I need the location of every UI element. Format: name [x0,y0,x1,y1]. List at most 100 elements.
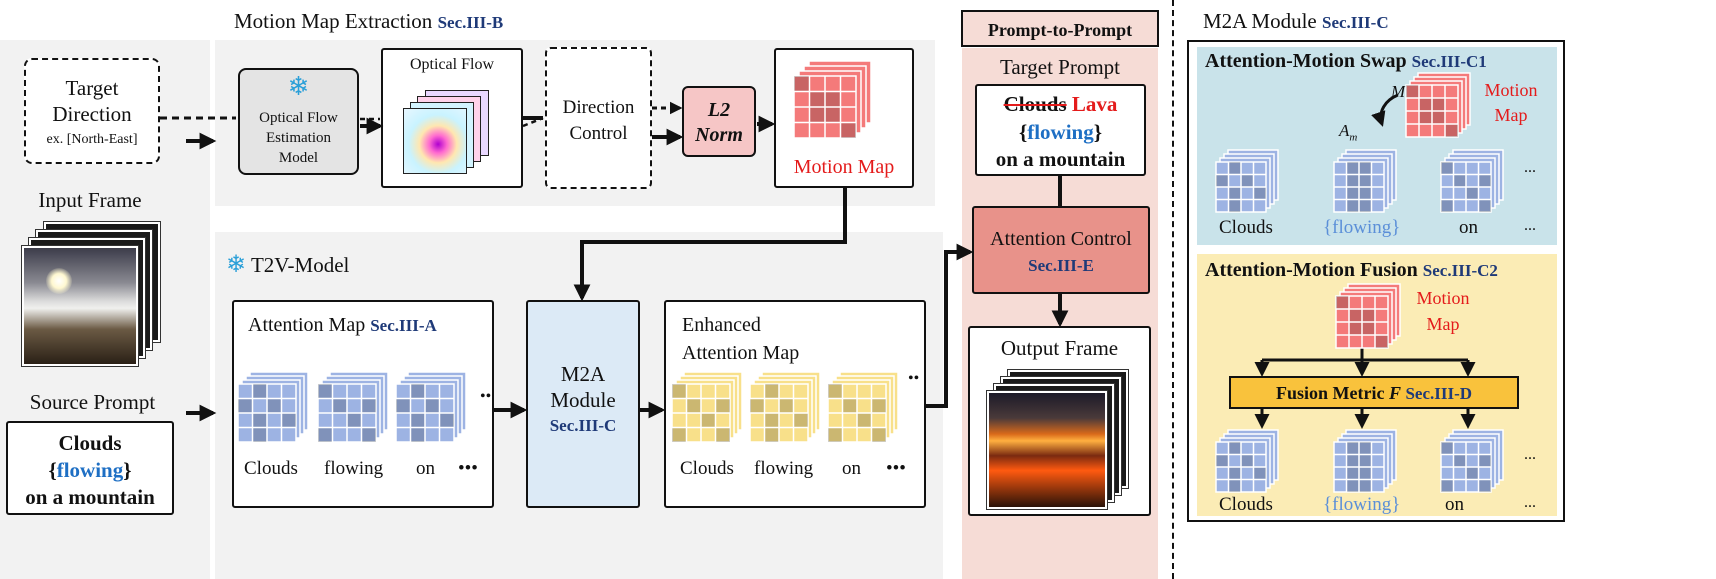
output-frame-box: Output Frame [968,326,1151,516]
target-direction-example: ex. [North-East] [46,132,138,147]
swap-motion-grid-cell [1406,85,1419,98]
fusion-attention-grid-cell [1228,442,1241,455]
snowflake-icon: ❄ [226,252,247,278]
target-prompt-line2: {flowing} [1018,120,1103,144]
m2a-center-sec: Sec.III-C [549,416,617,435]
source-prompt-word1: Clouds [58,431,122,455]
fusion-metric-box: Fusion Metric F Sec.III-D [1229,376,1519,409]
attention-grid-cell [361,427,376,442]
swap-motion-grid-cell [1432,98,1445,111]
enhanced-grid-cell [750,398,765,413]
enhanced-grid-cell [871,398,886,413]
output-frame-image [986,390,1108,510]
fusion-attention-grid-cell [1359,479,1372,492]
direction-control-line2: Control [569,123,628,144]
swap-motion-grid [1405,72,1471,138]
direction-control-line1: Direction [562,97,635,118]
fusion-attention-grid [1333,429,1397,493]
fusion-attention-grid-cell [1359,442,1372,455]
attention-grid-cell [318,427,333,442]
attention-grid-cell [410,427,425,442]
swap-motion-line2: Map [1494,105,1528,125]
enhanced-label: on [842,458,861,479]
swap-attention-grid-cell [1346,187,1359,200]
swap-attention-grid-cell [1346,174,1359,187]
attention-map-dots: •• [480,388,492,405]
p2p-title-box: Prompt-to-Prompt [961,10,1159,47]
attention-grid [395,371,467,443]
fusion-motion-grid-cell [1336,296,1349,309]
swap-motion-grid-cell [1432,111,1445,124]
fusion-attention-grid-cell [1359,454,1372,467]
swap-dots: ... [1524,159,1536,176]
fusion-dots: ... [1524,446,1536,463]
optical-flow-title: Optical Flow [410,56,494,73]
source-prompt-line3: on a mountain [25,485,155,509]
fusion-attention-grid-cell [1346,442,1359,455]
fusion-attention-grid-cell [1241,454,1254,467]
swap-label: on [1459,217,1478,238]
enhanced-grid [749,371,821,443]
fusion-attention-grid-cell [1216,454,1229,467]
fusion-motion-grid-cell [1362,322,1375,335]
attention-grid-cell [410,413,425,428]
optical-flow-model-box: ❄ Optical Flow Estimation Model [238,68,359,175]
enhanced-grid-cell [857,413,872,428]
motion-map-label: Motion Map [793,156,895,178]
enhanced-grid [827,371,899,443]
swap-attention-grid-cell [1359,174,1372,187]
swap-attention-grid-cell [1346,162,1359,175]
target-prompt-line1: Clouds Lava [1003,92,1118,116]
attention-grid-cell [318,384,333,399]
fusion-attention-grid-cell [1453,454,1466,467]
attention-map-label: on [416,458,435,479]
fusion-attention-grid-cell [1346,454,1359,467]
motion-map-grid [793,60,872,139]
target-direction-line2: Direction [52,102,132,126]
attention-grid-cell [252,427,267,442]
fusion-attention-grid-cell [1346,467,1359,480]
attention-grid-cell [425,398,440,413]
enhanced-grid-cell [686,398,701,413]
swap-attention-grid-cell [1359,162,1372,175]
source-prompt-title: Source Prompt [29,390,156,414]
fusion-attention-grid [1440,429,1504,493]
optical-flow-model-line1: Optical Flow [259,110,338,126]
enhanced-grid [671,371,743,443]
fusion-attention-grid-cell [1359,467,1372,480]
t2v-title: ❄ T2V-Model [226,252,350,278]
motion-map-grid-cell [794,76,810,92]
direction-control-box: Direction Control [545,47,652,189]
enhanced-grid-cell [672,384,687,399]
enhanced-grid-cell [764,413,779,428]
swap-label: {flowing} [1323,217,1401,238]
swap-panel: Attention-Motion Swap Sec.III-C1 M Am Mo… [1197,47,1557,245]
attention-grid-cell [252,384,267,399]
target-prompt-box: Clouds Lava {flowing} on a mountain [975,84,1146,176]
swap-curve-arrow [1371,93,1399,127]
enhanced-to-attention-control-arrow [926,243,974,408]
attention-map-title: Attention Map Sec.III-A [248,314,437,336]
swap-motion-grid-cell [1419,111,1432,124]
enhanced-grid-cell [715,427,730,442]
fusion-motion-grid-cell [1362,309,1375,322]
attention-grid-cell [252,413,267,428]
swap-attention-grid [1333,149,1397,213]
attention-grid-cell [396,398,411,413]
fusion-attention-grid-cell [1228,479,1241,492]
fusion-attention-grid-cell [1346,479,1359,492]
attention-grid [237,371,309,443]
l2-norm-box: L2 Norm [682,86,756,157]
swap-motion-grid-cell [1445,124,1458,137]
enhanced-dots: •• [908,370,920,387]
enhanced-grid-cell [701,413,716,428]
snowflake-icon: ❄ [287,72,310,101]
fusion-attention-grid-cell [1478,479,1491,492]
fusion-metric-label: Fusion Metric F Sec.III-D [1275,383,1473,403]
l2-norm-line1: L2 [707,99,731,121]
enhanced-grid-cell [764,427,779,442]
fusion-attention-grid-cell [1253,467,1266,480]
target-prompt-line3: on a mountain [995,147,1126,171]
fusion-motion-line1: Motion [1416,288,1470,308]
fusion-attention-grid-cell [1228,467,1241,480]
